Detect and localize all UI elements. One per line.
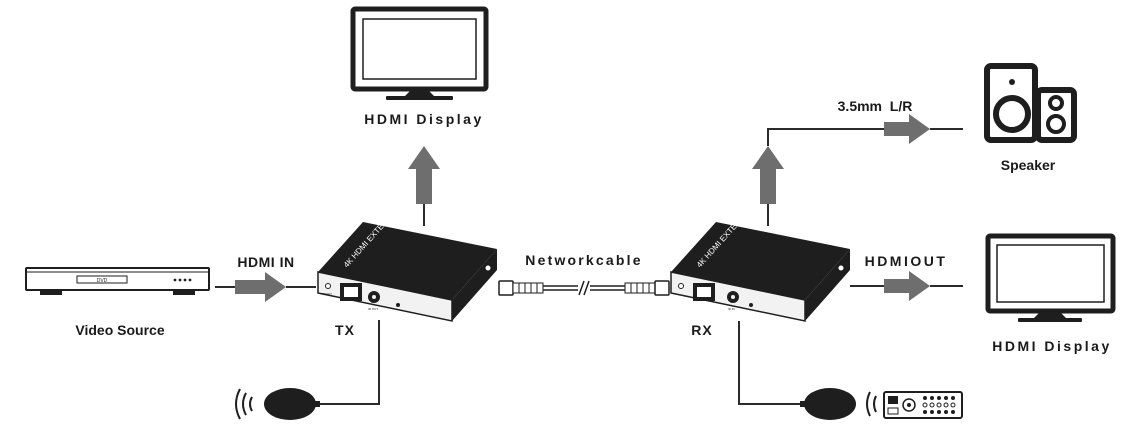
hdmi-out-label: HDMIOUT xyxy=(865,253,948,269)
hdmi-display-right-label: HDMI Display xyxy=(992,338,1111,354)
hdmi-in-label: HDMI IN xyxy=(237,254,294,270)
speaker-label: Speaker xyxy=(1001,157,1056,173)
dvd-label: DVD xyxy=(97,278,108,284)
rx-label: RX xyxy=(691,322,712,338)
wireless-signal-icon-left xyxy=(235,388,253,420)
network-cable-icon xyxy=(498,280,670,296)
network-cable-label: Networkcable xyxy=(525,252,642,268)
arrow-audio-out xyxy=(884,114,963,144)
video-source-label: Video Source xyxy=(75,322,164,338)
arrow-hdmi-out xyxy=(850,271,963,301)
hdmi-display-right-icon xyxy=(985,233,1116,322)
ir-receiver-rx-icon xyxy=(800,388,856,420)
hdmi-display-top-label: HDMI Display xyxy=(364,111,483,127)
tx-ir-out-label: IR OUT xyxy=(368,307,378,311)
rx-ir-cable xyxy=(738,321,803,405)
remote-control-icon xyxy=(883,391,963,419)
arrow-hdmi-in xyxy=(215,272,316,302)
tx-reset-label: RESET xyxy=(322,292,332,296)
video-source-device-icon: DVD xyxy=(25,267,210,295)
arrow-rx-audio-up xyxy=(752,128,884,226)
tx-label: TX xyxy=(335,322,355,338)
wireless-signal-icon-right xyxy=(866,391,877,417)
audio-label: 3.5mm L/R xyxy=(838,98,913,114)
hdmi-display-top-icon xyxy=(350,6,489,100)
ir-receiver-tx-icon xyxy=(264,388,320,420)
tx-ir-cable xyxy=(316,320,380,405)
tx-extender-device: 4K HDMI EXTENDER RESET IR OUT xyxy=(317,205,497,322)
rx-ir-in-label: IR IN xyxy=(728,307,735,311)
arrow-tx-to-display xyxy=(408,146,440,226)
speaker-icon xyxy=(984,63,1077,143)
rx-extender-device: 4K HDMI EXTENDER IR IN xyxy=(670,205,850,322)
